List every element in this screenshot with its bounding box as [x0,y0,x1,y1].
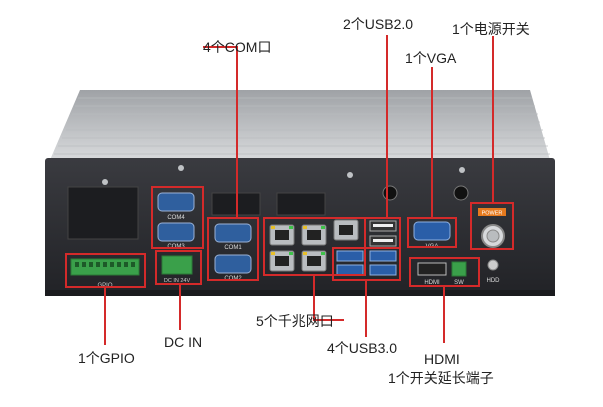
lan-callout: 5个千兆网口 [256,313,334,329]
dc-in-callout: DC IN [164,334,203,350]
com1-label: COM1 [224,245,242,251]
power-callout: 1个电源开关 [452,21,530,37]
hdmi-callout-line1: HDMI [424,351,460,367]
com-ports [157,192,252,274]
chassis-base [45,290,555,296]
usb2-ports [369,220,397,247]
com-ports-callout: 4个COM口 [203,39,272,55]
blank-plate [67,186,139,240]
sw-panel-label: SW [454,280,464,286]
power-panel-label: POWER [482,211,503,217]
blank-plate [276,192,326,216]
sw-connector [451,261,467,277]
gpio-pins [75,262,135,267]
vga-port [413,221,451,241]
dc-in-connector [161,255,193,275]
usb2-callout: 2个USB2.0 [343,16,414,32]
gpio-callout: 1个GPIO [78,350,135,366]
hdmi-callout-line2: 1个开关延长端子 [388,370,494,386]
com4-label: COM4 [167,215,185,221]
usb3-callout: 4个USB3.0 [327,340,398,356]
leader-lines [104,35,494,345]
vga-callout: 1个VGA [405,50,457,66]
hdmi-port [417,262,447,276]
screw-icon [102,165,465,185]
hdd-led-icon [487,259,499,271]
chassis-top [50,90,550,160]
hdd-label: HDD [487,278,501,284]
power-label-plate [478,208,506,216]
dc-in-panel-label: DC IN 24V [164,278,191,284]
hdmi-panel-label: HDMI [424,280,440,286]
